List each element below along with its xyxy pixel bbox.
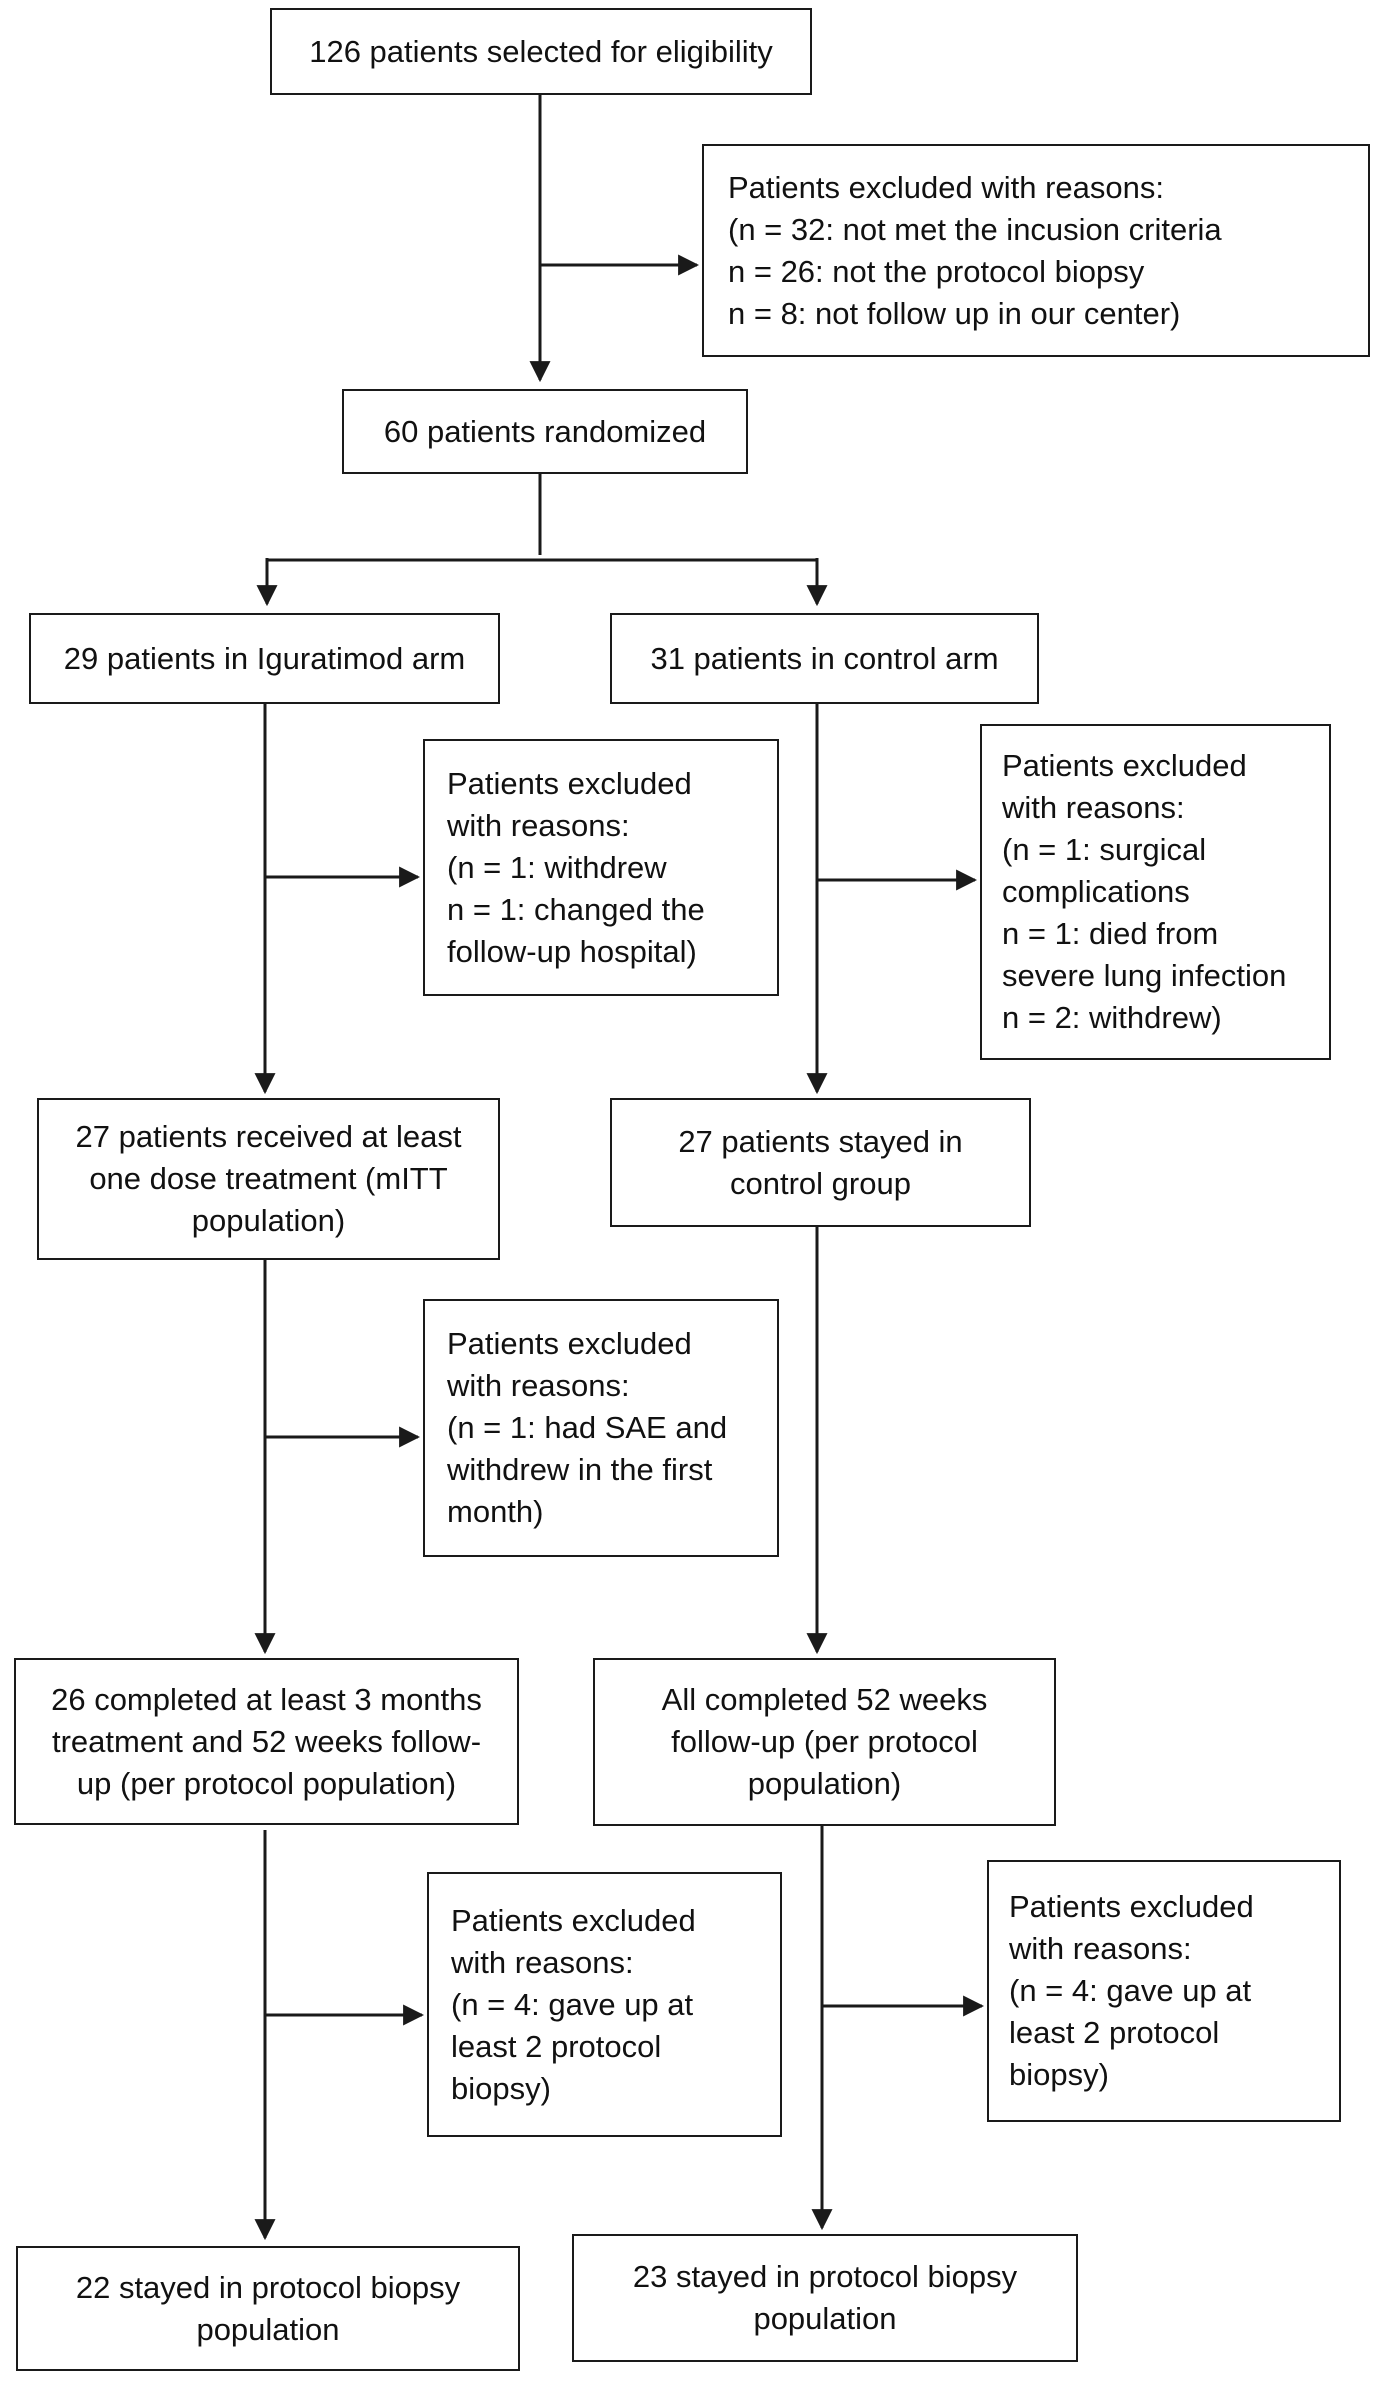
mitt-population-line-2: one dose treatment (mITT [89,1161,448,1196]
excluded-iguratimod-1-line-3: (n = 1: withdrew [447,849,667,885]
per-protocol-control-line-2: follow-up (per protocol [671,1724,978,1759]
biopsy-control-line-2: population [753,2301,897,2336]
excluded-iguratimod-1-line-2: with reasons: [447,807,630,843]
per-protocol-control-line-1: All completed 52 weeks [661,1682,988,1717]
excluded-control-1-line-5: n = 1: died from [1002,916,1219,951]
excluded-iguratimod-1-line-1: Patients excluded [447,765,692,801]
control-stayed-box: 27 patients stayed in control group [610,1098,1031,1227]
mitt-population-line-3: population) [191,1203,346,1238]
iguratimod-arm-box: 29 patients in Iguratimod arm [29,613,500,704]
eligibility-line-1: 126 patients selected for eligibility [309,33,773,69]
biopsy-iguratimod-line-1: 22 stayed in protocol biopsy [75,2269,461,2305]
biopsy-control-line-1: 23 stayed in protocol biopsy [632,2259,1018,2294]
control-stayed-line-1: 27 patients stayed in [678,1123,963,1159]
per-protocol-iguratimod-line-3: up (per protocol population) [76,1765,457,1801]
excluded-control-3-box: Patients excluded with reasons: (n = 4: … [987,1860,1341,2122]
excluded-control-1-line-1: Patients excluded [1002,748,1247,783]
control-arm-box: 31 patients in control arm [610,613,1039,704]
biopsy-iguratimod-box: 22 stayed in protocol biopsy population [16,2246,520,2371]
excluded-iguratimod-2-line-4: withdrew in the first [447,1452,713,1487]
excluded-iguratimod-3-line-2: with reasons: [451,1944,634,1980]
excluded-iguratimod-3-box: Patients excluded with reasons: (n = 4: … [427,1872,782,2137]
eligibility-box: 126 patients selected for eligibility [270,8,812,95]
randomized-box: 60 patients randomized [342,389,748,474]
iguratimod-arm-line-1: 29 patients in Iguratimod arm [63,640,466,676]
control-arm-line-1: 31 patients in control arm [650,640,999,676]
excluded-iguratimod-1-line-5: follow-up hospital) [447,933,697,969]
excluded-iguratimod-2-line-3: (n = 1: had SAE and [447,1410,728,1445]
per-protocol-iguratimod-line-2: treatment and 52 weeks follow- [51,1723,482,1759]
per-protocol-iguratimod-box: 26 completed at least 3 months treatment… [14,1658,519,1825]
excluded-initial-box: Patients excluded with reasons: (n = 32:… [702,144,1370,357]
mitt-population-box: 27 patients received at least one dose t… [37,1098,500,1260]
excluded-iguratimod-1-line-4: n = 1: changed the [447,891,705,927]
excluded-iguratimod-2-box: Patients excluded with reasons: (n = 1: … [423,1299,779,1557]
excluded-iguratimod-1-box: Patients excluded with reasons: (n = 1: … [423,739,779,996]
excluded-control-3-line-1: Patients excluded [1009,1889,1254,1924]
per-protocol-control-line-3: population) [747,1766,902,1801]
mitt-population-line-1: 27 patients received at least [75,1119,462,1154]
excluded-control-3-line-2: with reasons: [1009,1931,1192,1966]
excluded-initial-line-4: n = 8: not follow up in our center) [728,295,1181,331]
biopsy-control-box: 23 stayed in protocol biopsy population [572,2234,1078,2362]
excluded-control-1-box: Patients excluded with reasons: (n = 1: … [980,724,1331,1060]
excluded-iguratimod-2-line-1: Patients excluded [447,1326,692,1361]
per-protocol-control-box: All completed 52 weeks follow-up (per pr… [593,1658,1056,1826]
excluded-iguratimod-2-line-2: with reasons: [447,1368,630,1403]
excluded-iguratimod-3-line-3: (n = 4: gave up at [451,1986,694,2022]
excluded-control-1-line-7: n = 2: withdrew) [1002,1000,1222,1035]
excluded-iguratimod-3-line-4: least 2 protocol [451,2028,662,2064]
excluded-iguratimod-3-line-5: biopsy) [451,2070,551,2106]
excluded-initial-line-3: n = 26: not the protocol biopsy [728,253,1145,289]
excluded-control-3-line-4: least 2 protocol [1009,2015,1220,2050]
excluded-initial-line-2: (n = 32: not met the incusion criteria [728,211,1222,247]
excluded-control-1-line-2: with reasons: [1002,790,1185,825]
control-stayed-line-2: control group [730,1165,911,1201]
biopsy-iguratimod-line-2: population [196,2311,340,2347]
excluded-iguratimod-3-line-1: Patients excluded [451,1902,696,1938]
excluded-control-1-line-4: complications [1002,874,1190,909]
excluded-iguratimod-2-line-5: month) [447,1494,544,1529]
randomized-line-1: 60 patients randomized [383,413,707,449]
excluded-control-1-line-6: severe lung infection [1002,958,1287,993]
excluded-control-3-line-3: (n = 4: gave up at [1009,1973,1252,2008]
excluded-control-1-line-3: (n = 1: surgical [1002,832,1207,867]
excluded-initial-line-1: Patients excluded with reasons: [728,169,1164,205]
excluded-control-3-line-5: biopsy) [1009,2057,1109,2092]
per-protocol-iguratimod-line-1: 26 completed at least 3 months [51,1681,482,1717]
